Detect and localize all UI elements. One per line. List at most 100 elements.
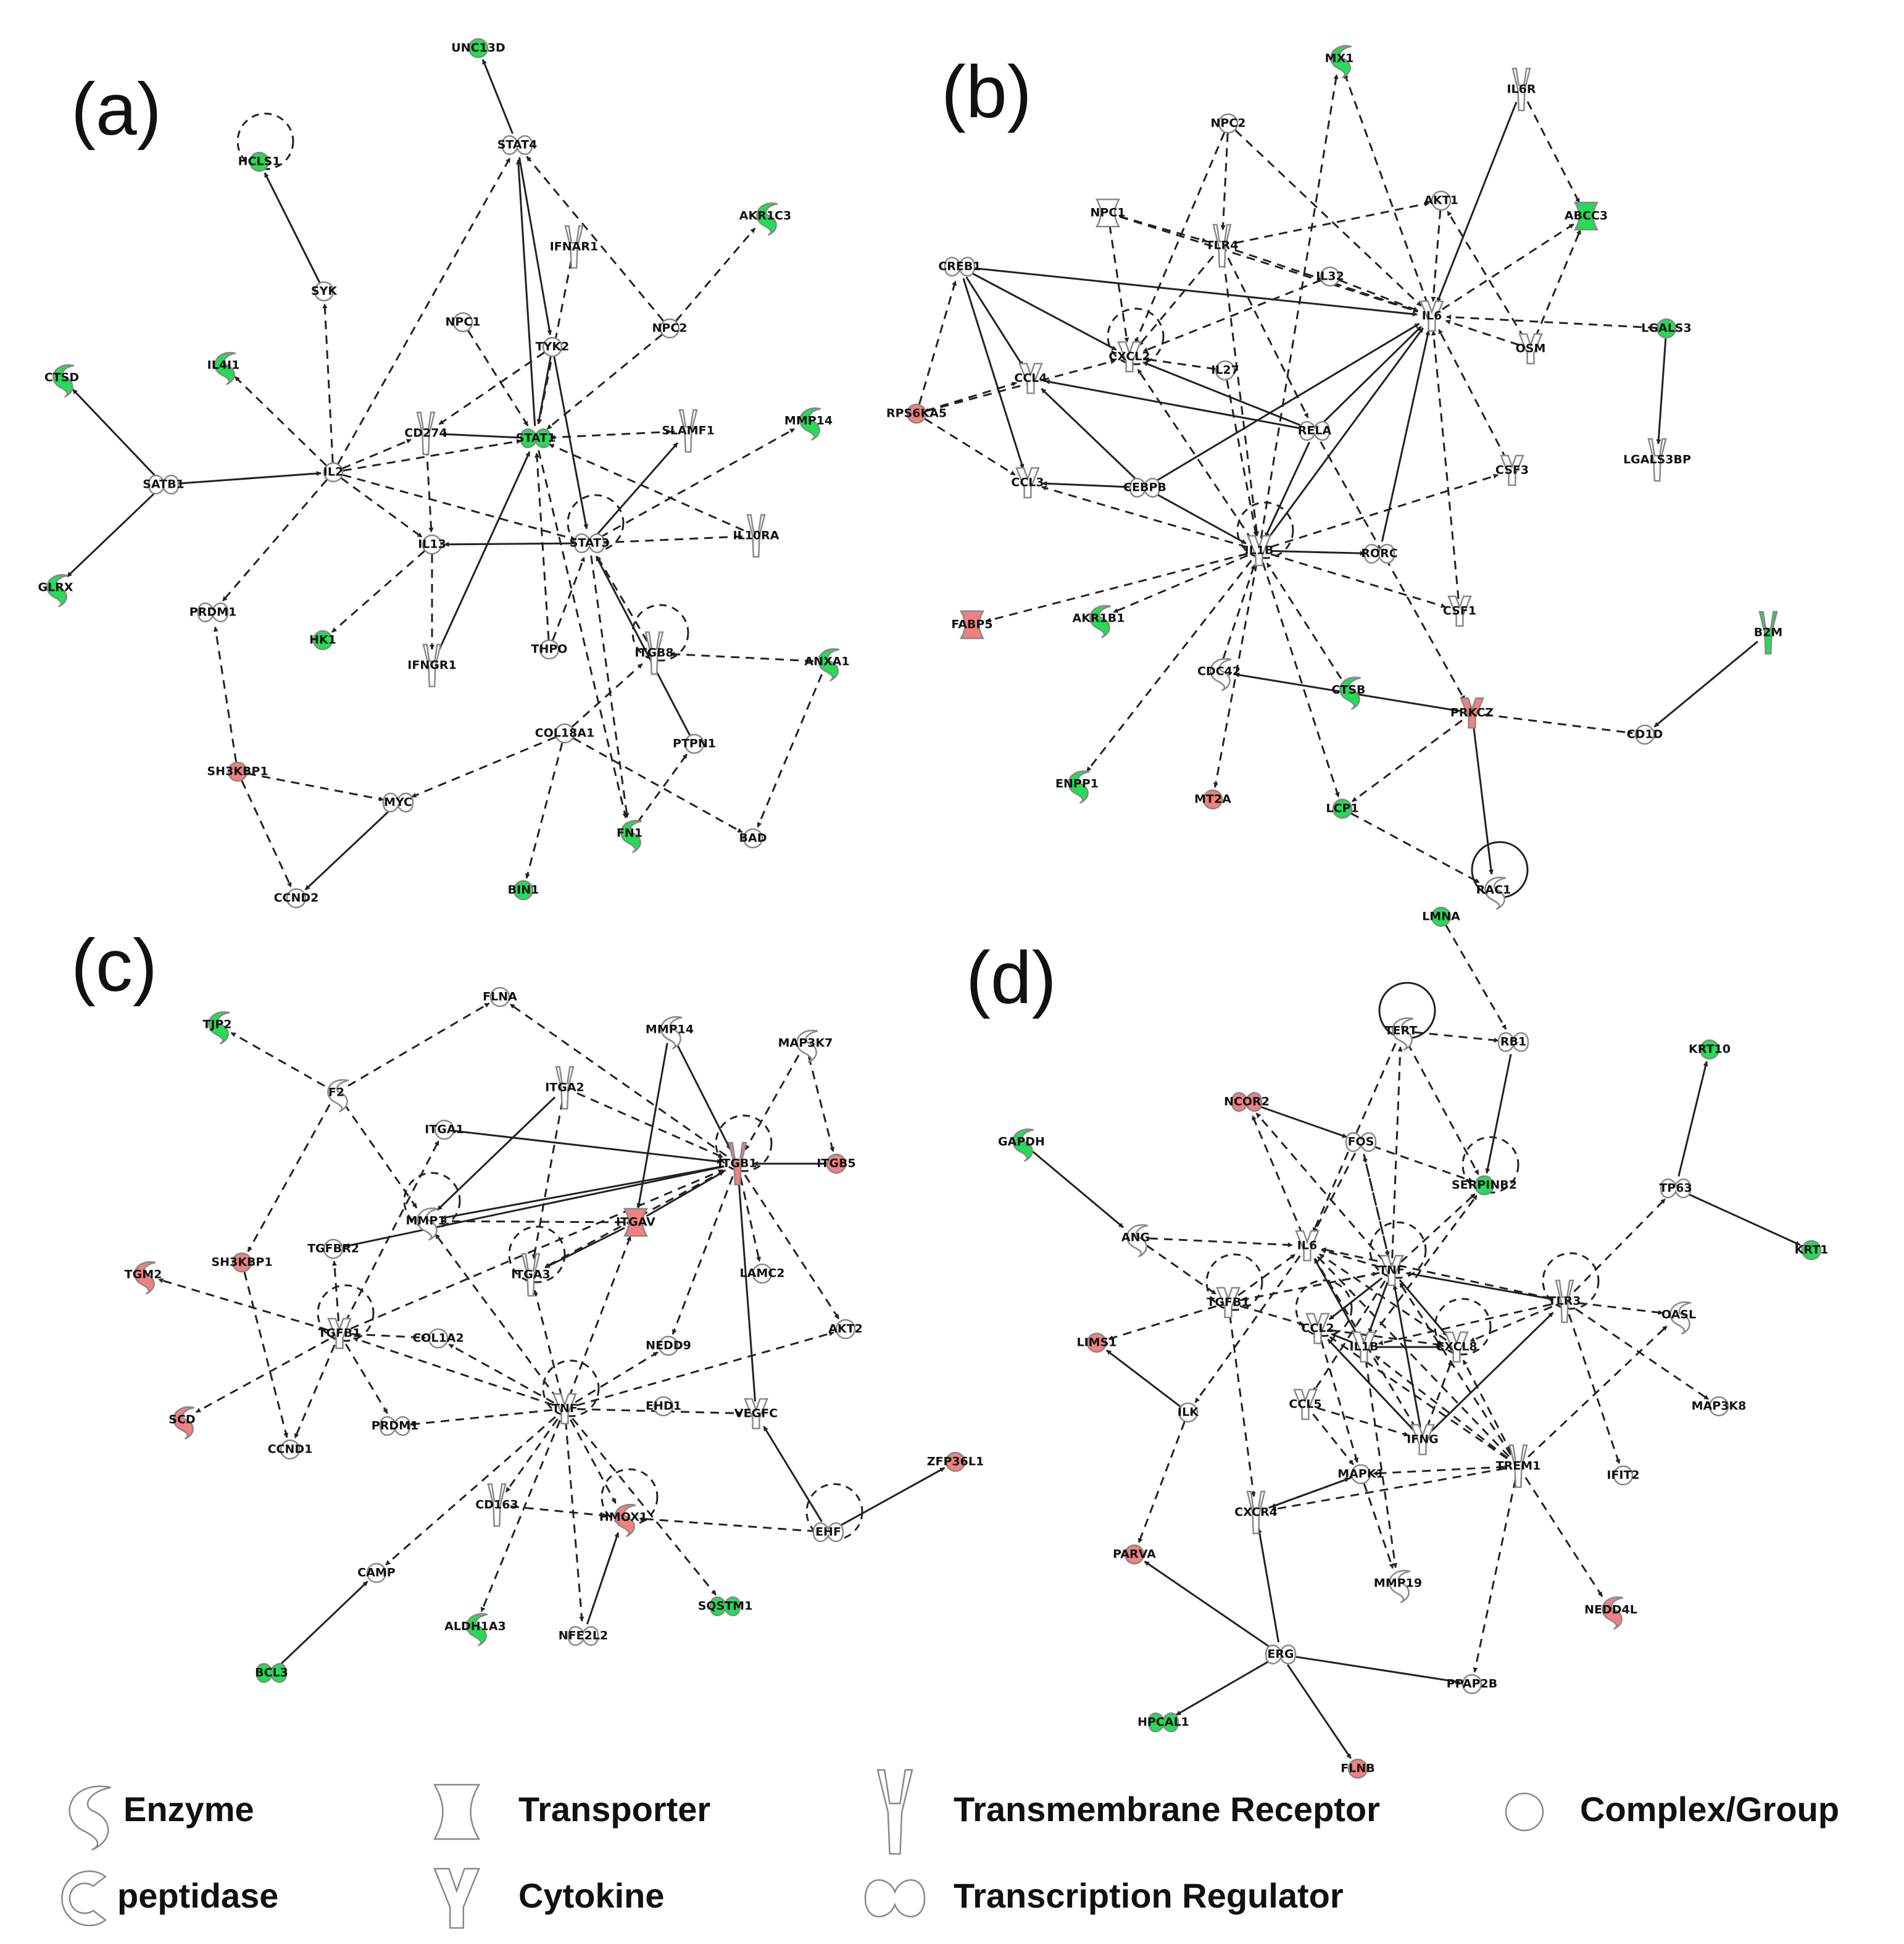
panel-b-node-MX1[interactable]: MX1 <box>1325 45 1354 78</box>
panel-a-node-NPC2[interactable]: NPC2 <box>652 318 688 339</box>
panel-c-node-ITGA1[interactable]: ITGA1 <box>425 1119 464 1140</box>
panel-a-node-STAT4[interactable]: STAT4 <box>497 135 538 156</box>
panel-a-node-HCLS1[interactable]: HCLS1 <box>238 151 281 172</box>
panel-b-node-TLR4[interactable]: TLR4 <box>1206 223 1239 268</box>
panel-c-node-HMOX1[interactable]: HMOX1 <box>599 1504 647 1537</box>
panel-a-node-SH3KBP1[interactable]: SH3KBP1 <box>207 761 268 782</box>
panel-c-node-F2[interactable]: F2 <box>327 1079 349 1112</box>
panel-a-node-PRDM1[interactable]: PRDM1 <box>189 602 236 623</box>
panel-b-node-CCL3[interactable]: CCL3 <box>1011 467 1044 499</box>
panel-d-node-IL1B[interactable]: IL1B <box>1350 1331 1379 1363</box>
panel-b-node-PRKCZ[interactable]: PRKCZ <box>1450 697 1494 729</box>
panel-b-node-B2M[interactable]: B2M <box>1754 611 1783 655</box>
panel-a-node-THPO[interactable]: THPO <box>531 639 568 660</box>
panel-b-node-FABP5[interactable]: FABP5 <box>951 610 993 640</box>
panel-c-node-CCND1[interactable]: CCND1 <box>268 1439 313 1460</box>
panel-c-node-CAMP[interactable]: CAMP <box>357 1562 396 1583</box>
panel-d-node-CXCR4[interactable]: CXCR4 <box>1234 1490 1278 1535</box>
panel-a-node-GLRX[interactable]: GLRX <box>38 574 73 607</box>
panel-d-node-KRT1[interactable]: KRT1 <box>1795 1240 1829 1261</box>
panel-c-node-BCL3[interactable]: BCL3 <box>255 1662 288 1683</box>
panel-d-node-ANG[interactable]: ANG <box>1121 1224 1150 1258</box>
panel-b-node-MT2A[interactable]: MT2A <box>1194 789 1231 810</box>
panel-c-node-ITGA3[interactable]: ITGA3 <box>511 1253 551 1297</box>
panel-a-node-STAT1[interactable]: STAT1 <box>516 428 556 449</box>
panel-b-node-CTSB[interactable]: CTSB <box>1331 677 1366 710</box>
panel-c-node-PRDM1[interactable]: PRDM1 <box>372 1416 418 1437</box>
panel-a-node-SYK[interactable]: SYK <box>311 281 338 302</box>
panel-a-node-CCND2[interactable]: CCND2 <box>274 888 319 909</box>
panel-d-node-TP63[interactable]: TP63 <box>1659 1178 1692 1199</box>
panel-a-node-BAD[interactable]: BAD <box>739 828 767 849</box>
panel-d-node-HPCAL1[interactable]: HPCAL1 <box>1137 1712 1189 1733</box>
panel-d-node-IFNG[interactable]: IFNG <box>1407 1424 1439 1456</box>
panel-b-node-CREB1[interactable]: CREB1 <box>938 256 981 277</box>
panel-a-node-CD274[interactable]: CD274 <box>404 411 447 456</box>
panel-b-node-CCL4[interactable]: CCL4 <box>1014 362 1047 394</box>
panel-d-node-MAPK1[interactable]: MAPK1 <box>1337 1464 1384 1485</box>
panel-c-node-TGFB1[interactable]: TGFB1 <box>318 1317 361 1350</box>
panel-a-node-IFNGR1[interactable]: IFNGR1 <box>407 643 457 688</box>
panel-a-node-FN1[interactable]: FN1 <box>617 820 642 853</box>
panel-b-node-ENPP1[interactable]: ENPP1 <box>1055 770 1099 804</box>
panel-a-node-COL18A1[interactable]: COL18A1 <box>535 723 595 744</box>
panel-a-node-MYC[interactable]: MYC <box>382 792 414 813</box>
panel-d-node-PPAP2B[interactable]: PPAP2B <box>1447 1674 1497 1695</box>
panel-c-node-VEGFC[interactable]: VEGFC <box>734 1398 778 1430</box>
panel-d-node-CCL5[interactable]: CCL5 <box>1289 1388 1322 1420</box>
panel-a-node-IL4I1[interactable]: IL4I1 <box>207 352 240 385</box>
panel-b-node-AKT1[interactable]: AKT1 <box>1424 190 1458 211</box>
panel-d-node-GAPDH[interactable]: GAPDH <box>998 1128 1045 1162</box>
panel-b-node-IL32[interactable]: IL32 <box>1316 266 1344 287</box>
panel-b-node-CD1D[interactable]: CD1D <box>1627 724 1663 745</box>
panel-a-node-IL2[interactable]: IL2 <box>323 462 344 483</box>
panel-b-node-RAC1[interactable]: RAC1 <box>1476 877 1511 910</box>
panel-d-node-CXCL8[interactable]: CXCL8 <box>1436 1331 1478 1363</box>
panel-b-node-RPS6KA5[interactable]: RPS6KA5 <box>886 403 947 424</box>
panel-b-node-RELA[interactable]: RELA <box>1298 420 1332 441</box>
panel-a-node-IL10RA[interactable]: IL10RA <box>733 514 779 558</box>
panel-b-node-ABCC3[interactable]: ABCC3 <box>1565 201 1608 231</box>
panel-c-node-SCD[interactable]: SCD <box>168 1406 196 1440</box>
panel-a-node-ANXA1[interactable]: ANXA1 <box>804 648 850 682</box>
panel-d-node-MMP19[interactable]: MMP19 <box>1374 1570 1422 1603</box>
panel-d-node-CCL2[interactable]: CCL2 <box>1301 1312 1334 1345</box>
panel-d-node-LIMS1[interactable]: LIMS1 <box>1077 1332 1117 1353</box>
panel-c-node-EHD1[interactable]: EHD1 <box>646 1396 681 1417</box>
panel-d-node-PARVA[interactable]: PARVA <box>1113 1544 1156 1565</box>
panel-d-node-NEDD4L[interactable]: NEDD4L <box>1584 1596 1637 1630</box>
panel-d-node-FLNB[interactable]: FLNB <box>1341 1758 1375 1779</box>
panel-b-node-LCP1[interactable]: LCP1 <box>1326 798 1359 819</box>
panel-b-node-IL6[interactable]: IL6 <box>1420 300 1444 332</box>
panel-c-node-MMP1[interactable]: MMP1 <box>406 1208 446 1241</box>
panel-b-node-IL27[interactable]: IL27 <box>1211 360 1239 381</box>
panel-c-node-SQSTM1[interactable]: SQSTM1 <box>698 1596 753 1617</box>
panel-b-node-NPC1[interactable]: NPC1 <box>1091 198 1126 228</box>
panel-b-node-LGALS3BP[interactable]: LGALS3BP <box>1623 438 1691 482</box>
panel-c-node-ITGB1[interactable]: ITGB1 <box>718 1141 757 1186</box>
panel-b-node-CDC42[interactable]: CDC42 <box>1197 658 1241 691</box>
panel-d-node-MAP3K8[interactable]: MAP3K8 <box>1692 1396 1747 1417</box>
panel-c-node-TGM2[interactable]: TGM2 <box>125 1261 162 1295</box>
panel-c-node-MMP14[interactable]: MMP14 <box>646 1016 694 1049</box>
panel-b-node-CXCL2[interactable]: CXCL2 <box>1108 341 1150 373</box>
panel-a-node-MMP14[interactable]: MMP14 <box>784 407 833 441</box>
panel-b-node-CSF1[interactable]: CSF1 <box>1443 595 1476 627</box>
panel-c-node-ITGB5[interactable]: ITGB5 <box>817 1153 856 1174</box>
panel-a-node-NPC1[interactable]: NPC1 <box>446 312 481 333</box>
panel-a-node-AKR1C3[interactable]: AKR1C3 <box>739 202 791 236</box>
panel-c-node-ALDH1A3[interactable]: ALDH1A3 <box>444 1613 506 1646</box>
panel-b-node-CEBPB[interactable]: CEBPB <box>1123 477 1166 498</box>
panel-a-node-SATB1[interactable]: SATB1 <box>143 474 185 495</box>
panel-c-node-SH3KBP1[interactable]: SH3KBP1 <box>211 1252 273 1273</box>
panel-c-node-LAMC2[interactable]: LAMC2 <box>740 1263 785 1284</box>
panel-c-node-COL1A2[interactable]: COL1A2 <box>412 1328 464 1349</box>
panel-b-node-LGALS3[interactable]: LGALS3 <box>1641 318 1692 339</box>
panel-a-node-UNC13D[interactable]: UNC13D <box>451 38 505 59</box>
panel-d-node-TREM1[interactable]: TREM1 <box>1496 1444 1541 1488</box>
panel-c-node-EHF[interactable]: EHF <box>812 1522 844 1543</box>
panel-c-node-NEDD9[interactable]: NEDD9 <box>646 1335 691 1356</box>
panel-c-node-ITGAV[interactable]: ITGAV <box>616 1208 655 1237</box>
panel-d-node-SERPINB2[interactable]: SERPINB2 <box>1452 1175 1517 1196</box>
panel-b-node-IL6R[interactable]: IL6R <box>1507 67 1536 112</box>
